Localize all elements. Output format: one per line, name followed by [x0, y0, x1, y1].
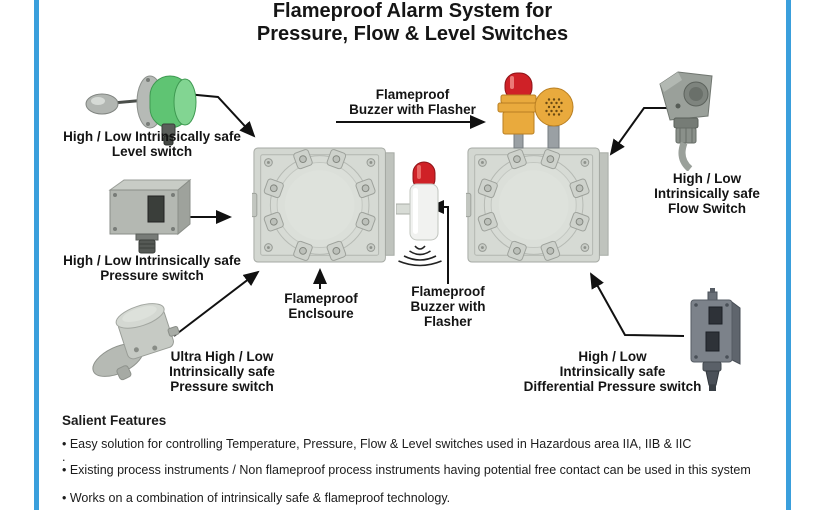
ultra-pressure-switch-image — [92, 303, 180, 381]
differential-pressure-switch-label: High / Low Intrinsically safe Differenti… — [523, 349, 702, 395]
flameproof-enclosure-right-image — [466, 147, 609, 263]
buzzer-flasher-center-label: Flameproof Buzzer with Flasher — [410, 284, 486, 330]
arrow-diff-pressure-switch-to-enclosure — [590, 272, 685, 337]
feature-item: • Works on a combination of intrinsicall… — [62, 491, 451, 505]
differential-pressure-switch-image — [690, 288, 741, 391]
flameproof-enclosure-left-image — [252, 147, 395, 263]
level-switch-image — [85, 75, 197, 146]
salient-features-heading: Salient Features — [62, 413, 167, 428]
level-switch-label: High / Low Intrinsically safe Level swit… — [63, 129, 241, 160]
feature-item: . — [62, 450, 66, 464]
left-border-line — [34, 0, 39, 510]
buzzer-flasher-right-image — [497, 72, 574, 149]
buzzer-flasher-top-label: Flameproof Buzzer with Flasher — [349, 87, 476, 118]
arrow-ultra-pressure-switch-to-enclosure — [173, 270, 260, 337]
feature-item: • Easy solution for controlling Temperat… — [62, 437, 692, 451]
pressure-switch-image — [108, 178, 192, 254]
page-title: Flameproof Alarm System for Pressure, Fl… — [256, 0, 569, 45]
buzzer-flasher-left-image — [396, 161, 442, 267]
pressure-switch-label: High / Low Intrinsically safe Pressure s… — [63, 253, 241, 284]
ultra-pressure-switch-label: Ultra High / Low Intrinsically safe Pres… — [169, 349, 275, 395]
feature-item: • Existing process instruments / Non fla… — [62, 463, 751, 477]
salient-features-section: Salient Features • Easy solution for con… — [62, 413, 767, 506]
flow-switch-image — [659, 71, 713, 171]
right-border-line — [786, 0, 791, 510]
flow-switch-label: High / Low Intrinsically safe Flow Switc… — [654, 171, 760, 217]
flameproof-enclosure-label: Flameproof Enclsoure — [284, 291, 358, 322]
